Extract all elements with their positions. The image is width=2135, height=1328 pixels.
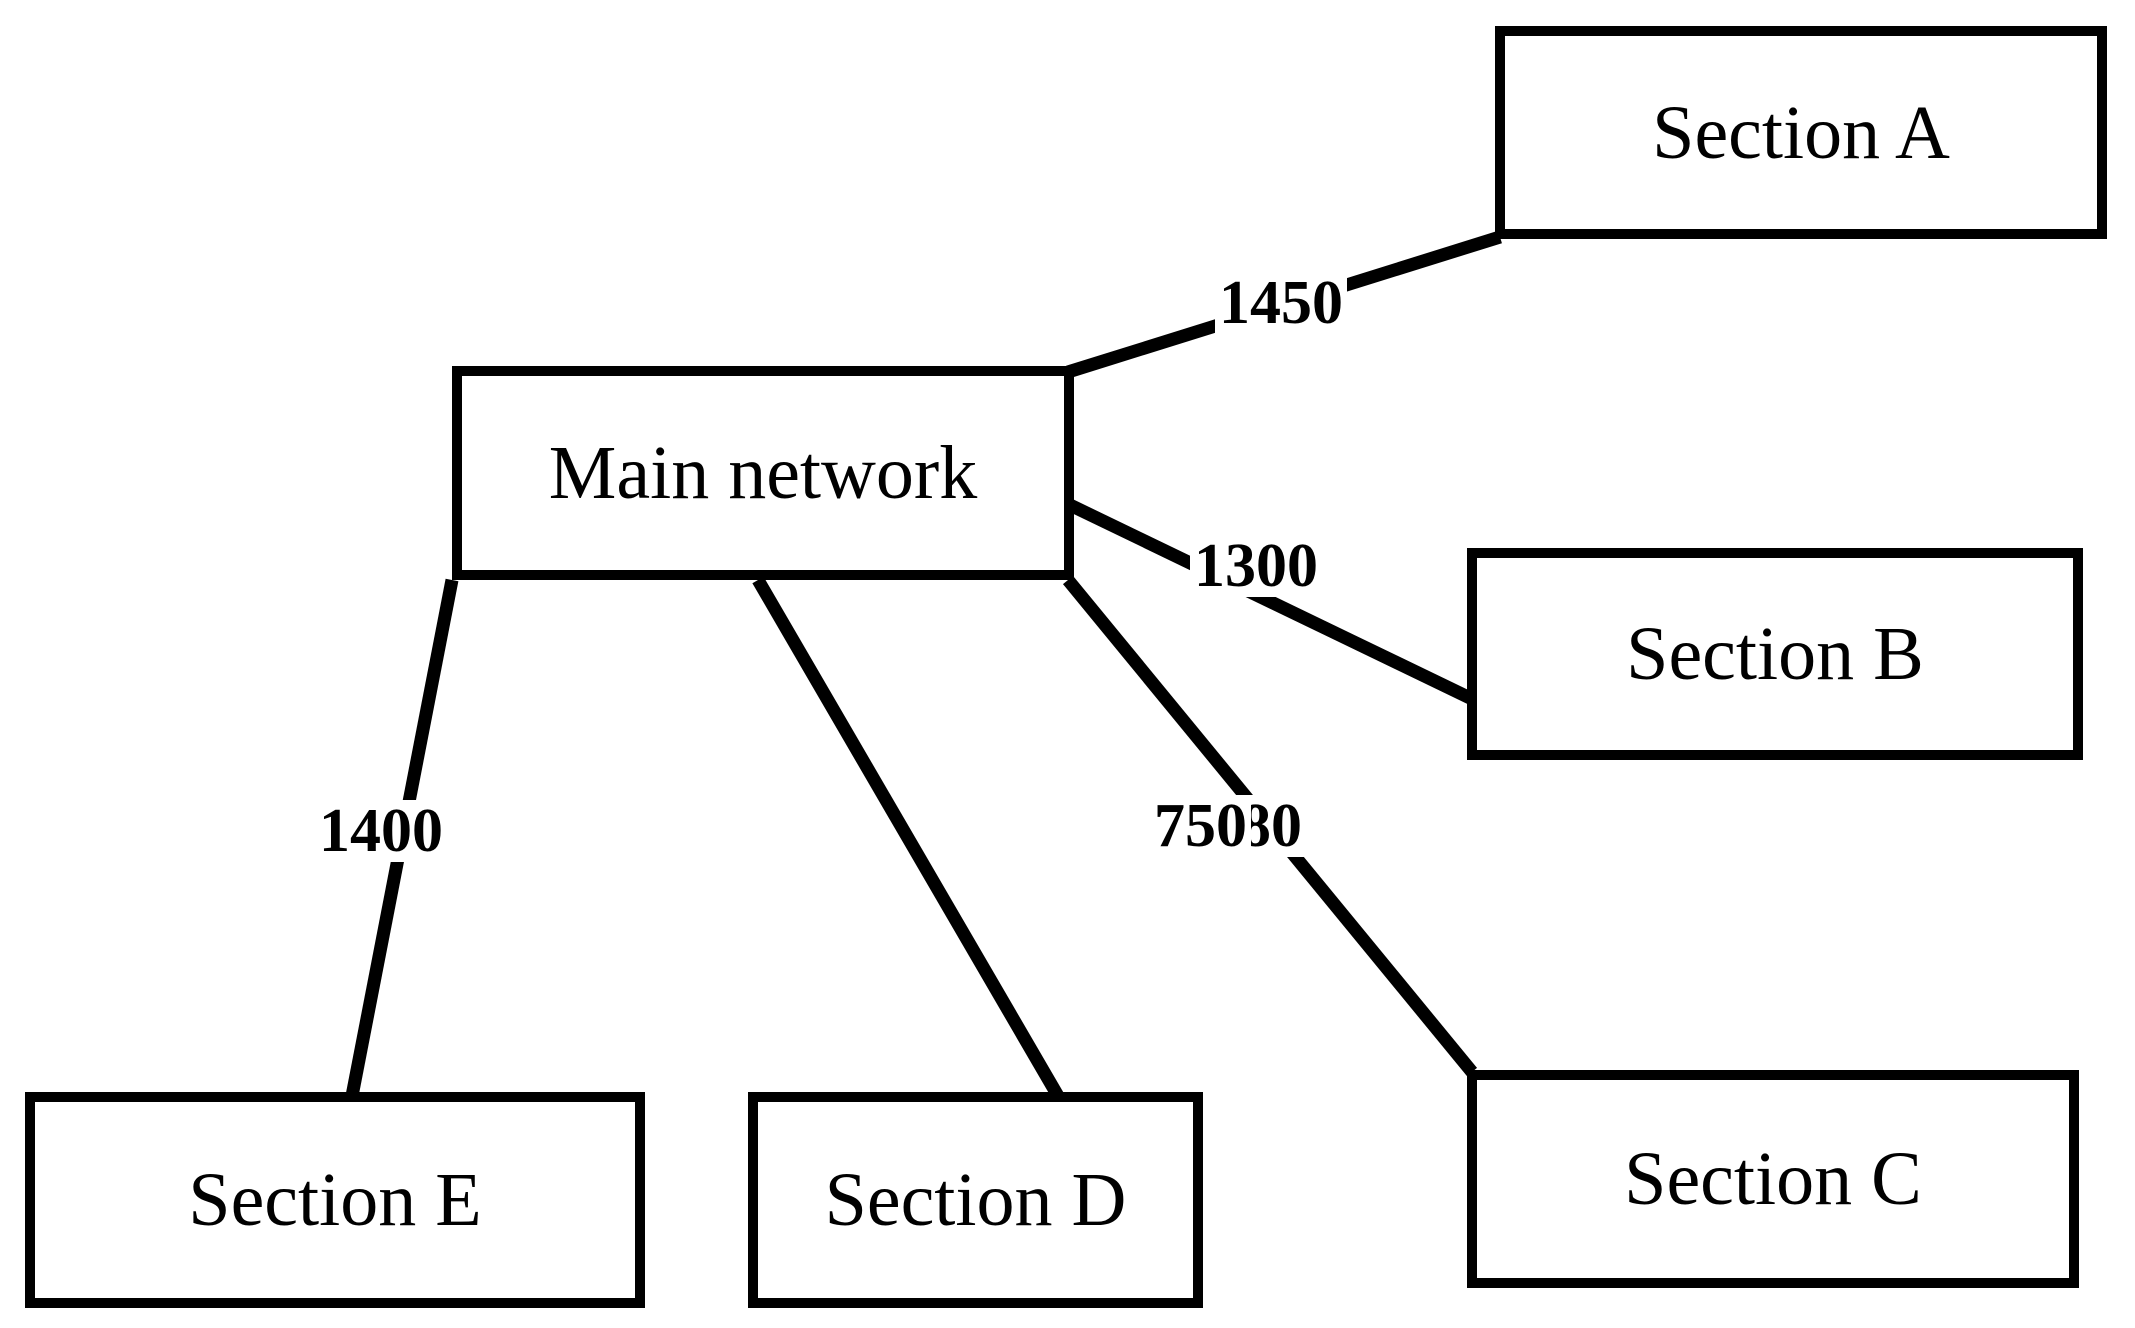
node-section-a[interactable]: Section A [1495, 26, 2107, 239]
node-section-a-label: Section A [1652, 90, 1950, 175]
node-section-d[interactable]: Section D [748, 1092, 1203, 1308]
edge-weight-1300: 1300 [1190, 535, 1322, 597]
node-section-c-label: Section C [1624, 1137, 1922, 1221]
edge-weight-750: 750 [1150, 795, 1251, 857]
node-main-network[interactable]: Main network [452, 366, 1074, 580]
node-main-network-label: Main network [548, 431, 978, 515]
edge-main-b [1067, 499, 1473, 704]
node-section-b-label: Section B [1626, 612, 1924, 696]
node-section-e-label: Section E [188, 1158, 482, 1242]
node-section-b[interactable]: Section B [1467, 548, 2083, 760]
edge-weight-1400: 1400 [315, 800, 447, 862]
node-section-e[interactable]: Section E [25, 1092, 645, 1308]
node-section-c[interactable]: Section C [1467, 1070, 2079, 1288]
edge-main-d [752, 576, 1064, 1100]
node-section-d-label: Section D [824, 1158, 1127, 1242]
edge-weight-1450: 1450 [1215, 272, 1347, 334]
